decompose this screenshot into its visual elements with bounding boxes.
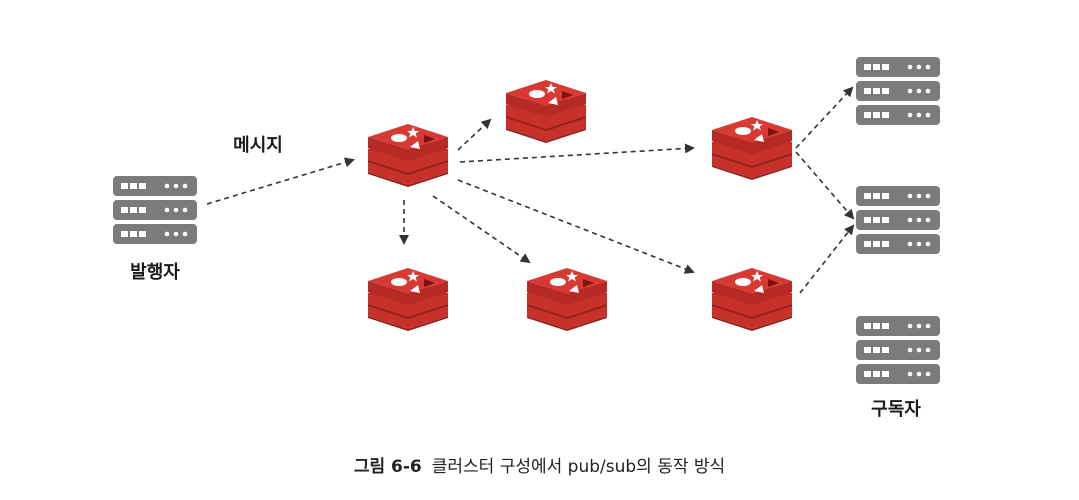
arrow-central-to-right-upper xyxy=(459,143,695,163)
figure-caption: 그림 6-6 클러스터 구성에서 pub/sub의 동작 방식 xyxy=(0,452,1079,477)
publisher-label: 발행자 xyxy=(130,262,180,283)
arrow-central-to-right-lower xyxy=(457,179,695,274)
redis-node-bottom-middle xyxy=(527,268,607,331)
redis-node-central xyxy=(368,124,448,187)
subscriber-server-middle xyxy=(856,186,940,254)
redis-node-right-upper xyxy=(712,117,792,180)
arrow-central-to-bottom-middle xyxy=(432,195,531,264)
redis-node-top xyxy=(506,80,586,143)
redis-node-bottom-left xyxy=(368,268,448,331)
publisher-server xyxy=(113,176,197,244)
figure-number: 그림 6-6 xyxy=(353,457,422,477)
redis-node-right-lower xyxy=(712,268,792,331)
arrow-right-upper-to-subscriber-middle xyxy=(795,151,855,220)
arrow-right-upper-to-subscriber-top xyxy=(795,86,854,149)
arrow-central-to-top xyxy=(457,118,492,151)
arrow-publisher-to-central xyxy=(206,157,355,205)
arrow-right-lower-to-subscriber-middle xyxy=(799,224,855,294)
subscriber-label: 구독자 xyxy=(871,399,921,420)
message-label: 메시지 xyxy=(233,135,283,156)
subscriber-server-bottom xyxy=(856,316,940,384)
subscriber-server-top xyxy=(856,57,940,125)
figure-caption-text: 클러스터 구성에서 pub/sub의 동작 방식 xyxy=(431,457,726,477)
